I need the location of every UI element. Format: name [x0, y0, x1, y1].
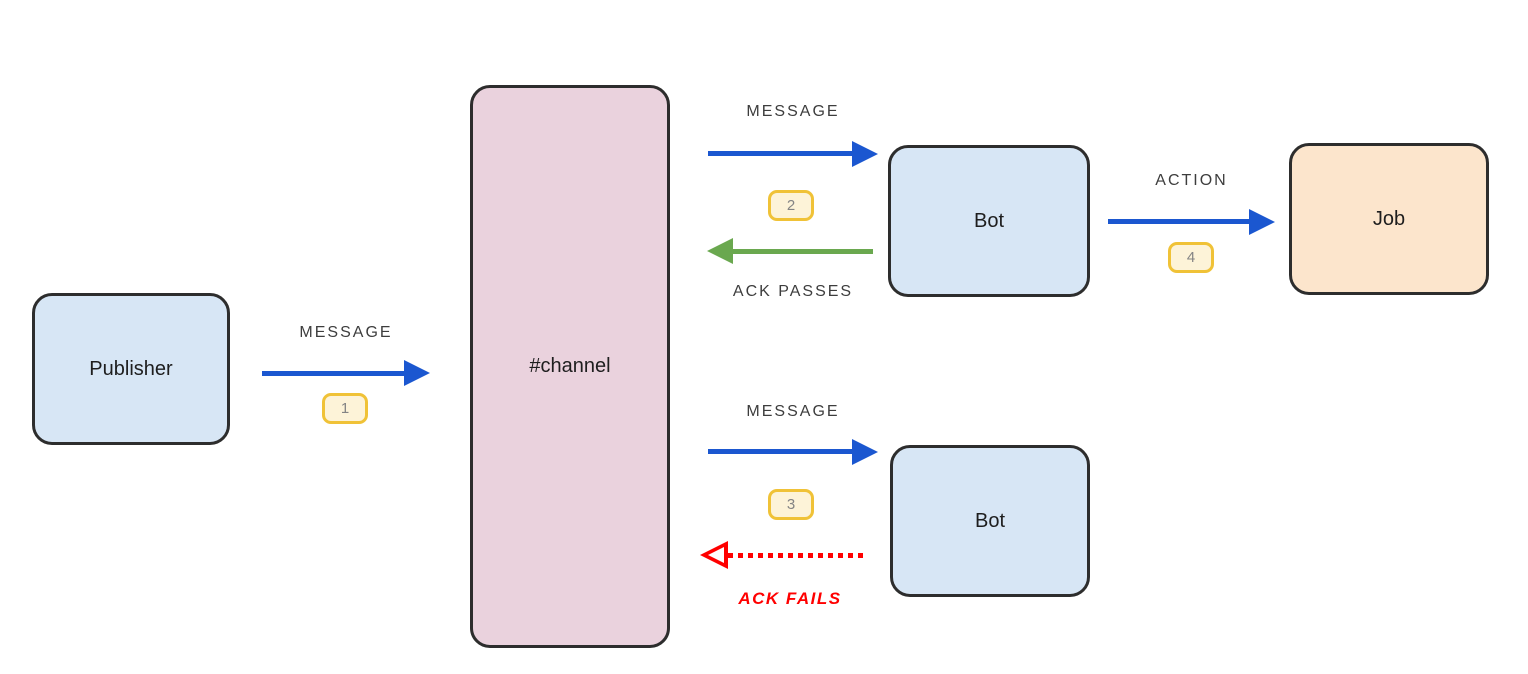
ack-fails-edge-label: ACK FAILS — [738, 589, 842, 608]
publisher-node: Publisher — [32, 293, 230, 445]
sequence-badge-4-value: 4 — [1186, 249, 1196, 266]
arrowhead-right-icon — [852, 439, 878, 465]
publish-edge-line — [262, 371, 407, 376]
ack-fails-edge-line — [728, 553, 863, 558]
publish-edge-label: MESSAGE — [299, 324, 393, 341]
sequence-badge-1: 1 — [322, 393, 368, 424]
deliver-ack-edge-label: MESSAGE — [746, 103, 840, 120]
arrowhead-right-icon — [1249, 209, 1275, 235]
ack-passes-edge-line — [733, 249, 873, 254]
publisher-node-label: Publisher — [89, 357, 173, 380]
bot-ack-node: Bot — [888, 145, 1090, 297]
job-node: Job — [1289, 143, 1489, 295]
deliver-nack-edge-line — [708, 449, 854, 454]
bot-ack-node-label: Bot — [973, 209, 1005, 232]
sequence-badge-1-value: 1 — [340, 400, 350, 417]
sequence-badge-2: 2 — [768, 190, 814, 221]
action-edge-line — [1108, 219, 1250, 224]
channel-node: #channel — [470, 85, 670, 648]
channel-node-label: #channel — [529, 355, 611, 377]
sequence-badge-2-value: 2 — [786, 197, 796, 214]
sequence-badge-4: 4 — [1168, 242, 1214, 273]
arrowhead-left-hollow-icon — [700, 541, 728, 569]
deliver-ack-edge-line — [708, 151, 854, 156]
arrowhead-left-icon — [707, 238, 733, 264]
action-edge-label: ACTION — [1155, 172, 1228, 189]
sequence-badge-3-value: 3 — [786, 496, 796, 513]
bot-nack-node: Bot — [890, 445, 1090, 597]
bot-nack-node-label: Bot — [974, 509, 1006, 532]
deliver-nack-edge-label: MESSAGE — [746, 403, 840, 420]
job-node-label: Job — [1372, 207, 1406, 230]
arrowhead-right-icon — [852, 141, 878, 167]
sequence-badge-3: 3 — [768, 489, 814, 520]
arrowhead-right-icon — [404, 360, 430, 386]
ack-passes-edge-label: ACK PASSES — [732, 283, 854, 300]
